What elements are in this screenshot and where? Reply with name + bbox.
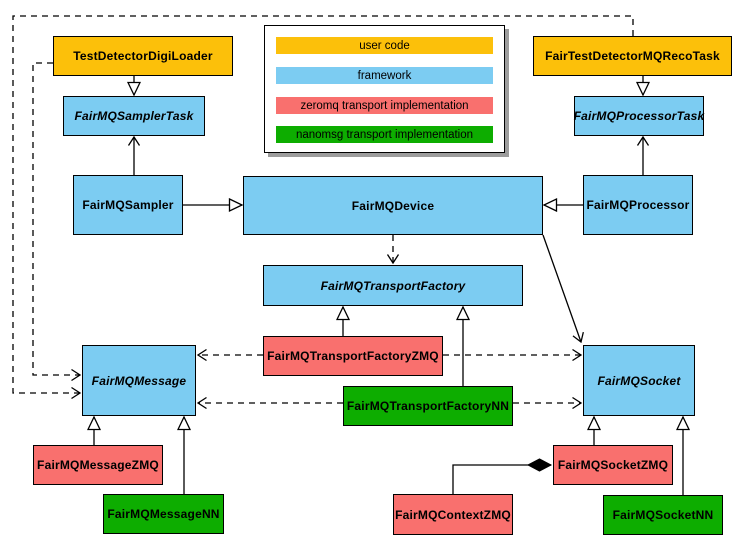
class-label: FairMQDevice — [351, 198, 435, 213]
class-box-fairmqcontextzmq: FairMQContextZMQ — [393, 494, 513, 535]
legend-label: nanomsg transport implementation — [295, 128, 474, 141]
edge-dep-recotask-message — [12, 15, 634, 400]
class-box-fairmqdevice: FairMQDevice — [243, 176, 543, 235]
legend-item-user-code: user code — [276, 37, 493, 54]
legend-box: user code framework zeromq transport imp… — [264, 25, 505, 153]
class-box-fairmqmessagenn: FairMQMessageNN — [103, 494, 224, 534]
edge-dep-digiloader-message — [32, 62, 82, 382]
class-box-fairmqmessage: FairMQMessage — [82, 345, 196, 416]
class-box-fairmqtransportfactoryzmq: FairMQTransportFactoryZMQ — [263, 336, 443, 376]
class-label: FairMQMessage — [91, 373, 187, 388]
legend-item-zeromq: zeromq transport implementation — [276, 97, 493, 114]
class-label: FairMQTransportFactory — [320, 278, 466, 293]
class-label: FairMQSocketNN — [612, 508, 714, 522]
class-label: FairMQMessageZMQ — [37, 458, 159, 472]
class-box-fairmqsocketzmq: FairMQSocketZMQ — [553, 445, 673, 485]
class-box-fairmqtransportfactory: FairMQTransportFactory — [263, 265, 523, 306]
class-box-testdetectordigiloader: TestDetectorDigiLoader — [53, 36, 233, 76]
class-label: FairMQSamplerTask — [74, 109, 194, 123]
class-box-fairmqsamplertask: FairMQSamplerTask — [63, 96, 205, 136]
class-box-fairtestdetectormqrecotask: FairTestDetectorMQRecoTask — [533, 36, 732, 76]
class-box-fairmqsocket: FairMQSocket — [583, 345, 695, 416]
edge-assoc-device-socket — [542, 234, 584, 344]
class-box-fairmqprocessortask: FairMQProcessorTask — [574, 96, 704, 136]
class-label: FairMQProcessor — [586, 198, 690, 212]
legend-item-nanomsg: nanomsg transport implementation — [276, 126, 493, 143]
class-label: TestDetectorDigiLoader — [73, 49, 213, 63]
class-label: FairMQSocketZMQ — [557, 458, 669, 472]
class-label: FairMQSampler — [82, 198, 174, 212]
class-box-fairmqtransportfactorynn: FairMQTransportFactoryNN — [343, 386, 513, 426]
class-label: FairMQContextZMQ — [395, 507, 511, 522]
class-label: FairTestDetectorMQRecoTask — [545, 49, 720, 63]
class-box-fairmqprocessor: FairMQProcessor — [583, 175, 693, 235]
legend-label: user code — [359, 39, 410, 52]
class-box-fairmqmessagezmq: FairMQMessageZMQ — [33, 445, 163, 485]
class-label: FairMQMessageNN — [107, 507, 220, 521]
legend-label: zeromq transport implementation — [300, 99, 469, 112]
legend-item-framework: framework — [276, 67, 493, 84]
class-box-fairmqsampler: FairMQSampler — [73, 175, 183, 235]
class-label: FairMQTransportFactoryNN — [346, 399, 510, 413]
class-label: FairMQProcessorTask — [573, 109, 705, 123]
edge-aggregate-contextzmq-socketzmq — [452, 465, 551, 494]
class-label: FairMQTransportFactoryZMQ — [267, 349, 439, 363]
class-box-fairmqsocketnn: FairMQSocketNN — [603, 495, 723, 535]
class-label: FairMQSocket — [597, 373, 681, 388]
legend-label: framework — [357, 69, 412, 82]
